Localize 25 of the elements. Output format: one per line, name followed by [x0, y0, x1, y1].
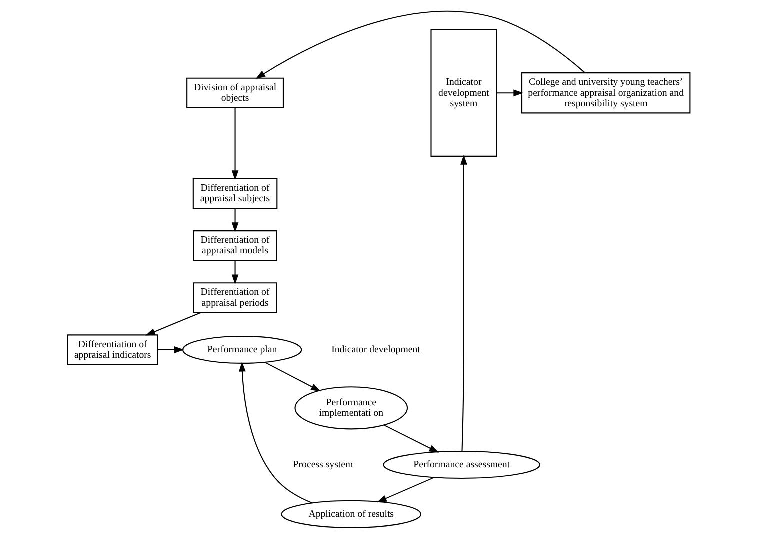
arrow: [384, 424, 440, 453]
arrow: [232, 108, 239, 180]
arrow: [256, 11, 586, 80]
node-box: Differentiation of appraisal subjects: [192, 178, 278, 210]
arrow: [158, 346, 184, 354]
arrow: [376, 477, 434, 503]
label: Process system: [293, 460, 354, 471]
arrow: [264, 362, 321, 392]
node-ellipse: Performance implementati on: [294, 386, 408, 430]
node-box: Differentiation of appraisal models: [193, 230, 278, 262]
arrow: [460, 154, 468, 452]
arrow: [232, 260, 239, 285]
node-box: Division of appraisal objects: [186, 78, 284, 108]
node-box: Indicator development system: [430, 29, 498, 157]
arrow: [232, 208, 239, 232]
node-box: Differentiation of appraisal periods: [193, 282, 278, 314]
arrow: [146, 312, 202, 336]
node-ellipse: Application of results: [281, 500, 422, 528]
node-ellipse: Performance assessment: [383, 450, 540, 480]
node-ellipse: Performance plan: [182, 336, 302, 364]
arrow: [238, 362, 313, 504]
node-box: College and university young teachers’ performance appraisal organization and responsibility system: [521, 72, 691, 114]
label: Indicator development: [332, 344, 420, 356]
arrow: [496, 90, 524, 97]
node-box: Differentiation of appraisal indicators: [67, 334, 158, 366]
